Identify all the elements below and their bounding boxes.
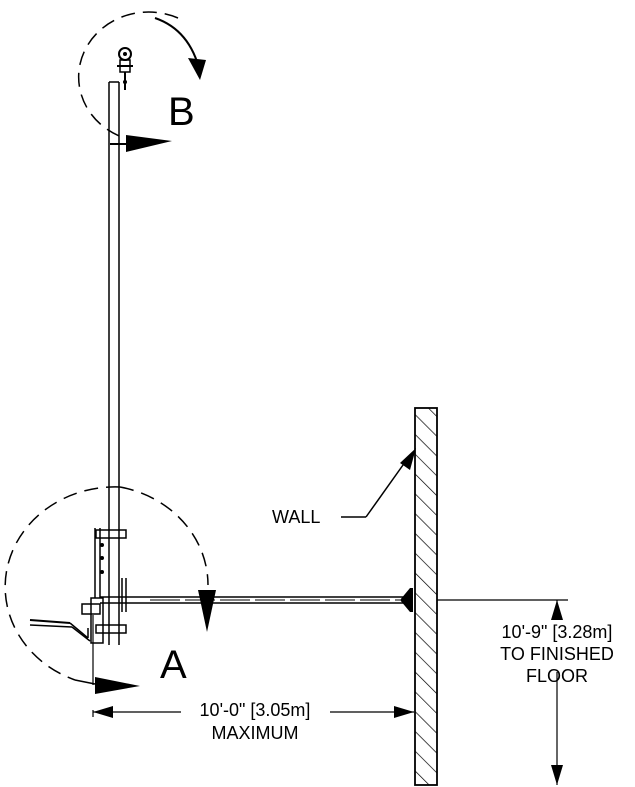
vertical-dimension-line3: FLOOR xyxy=(526,666,588,686)
vertical-mast xyxy=(108,81,120,645)
mounting-bracket xyxy=(81,528,127,644)
wall-leader xyxy=(341,448,416,518)
wall-label: WALL xyxy=(272,507,320,527)
vertical-dimension-line1: 10'-9" [3.28m] xyxy=(502,622,613,642)
horizontal-dimension xyxy=(92,615,414,718)
horizontal-dimension-line1: 10'-0" [3.05m] xyxy=(200,700,311,720)
horizontal-dimension-line2: MAXIMUM xyxy=(212,723,299,743)
detail-circle-b xyxy=(77,11,206,152)
vertical-dimension-line2: TO FINISHED xyxy=(500,644,614,664)
detail-label-a: A xyxy=(160,643,187,687)
wall-flange xyxy=(400,588,413,612)
small-platform xyxy=(29,619,91,642)
wall xyxy=(414,407,438,786)
vertical-dimension xyxy=(437,599,568,785)
top-hanger-fitting xyxy=(117,47,133,90)
detail-label-b: B xyxy=(168,90,195,134)
support-arm xyxy=(100,596,410,604)
